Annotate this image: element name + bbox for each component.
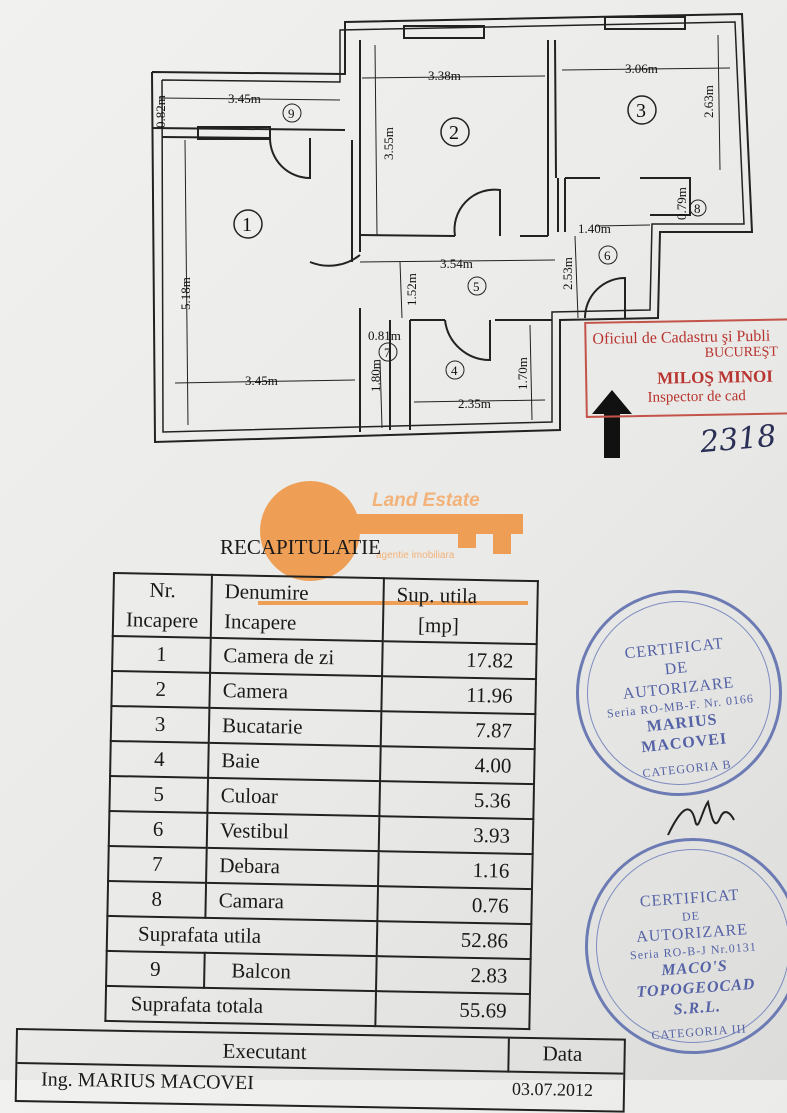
room-number-6: 6 xyxy=(604,248,611,263)
dim-label: 3.38m xyxy=(428,68,461,83)
row-nr: 7 xyxy=(108,845,207,883)
recap-table: Nr. Incapere Denumire Incapere Sup. util… xyxy=(104,572,539,1030)
dim-label: 0.82m xyxy=(153,95,168,128)
room-number-8: 8 xyxy=(694,201,701,216)
room-number-2: 2 xyxy=(449,122,459,144)
room-number-9: 9 xyxy=(288,106,295,121)
signature xyxy=(667,799,735,836)
outer-wall xyxy=(151,12,754,444)
authorization-stamp-1: CERTIFICAT DE AUTORIZARE Seria RO-MB-F. … xyxy=(565,579,787,807)
row-area: 7.87 xyxy=(380,711,536,750)
row-name: Baie xyxy=(208,742,381,782)
dim-label: 2.63m xyxy=(701,85,716,118)
header-area-line1: Sup. utila xyxy=(396,582,478,608)
dim-label: 1.40m xyxy=(578,221,611,236)
row-nr: 4 xyxy=(110,740,209,778)
dim-label: 5.18m xyxy=(178,277,193,310)
dim-label: 1.52m xyxy=(404,273,419,306)
utila-value: 52.86 xyxy=(376,921,532,959)
dim-label: 0.81m xyxy=(368,328,401,343)
orientation-arrow-icon xyxy=(592,390,632,458)
cadastre-stamp-line4: Inspector de cad xyxy=(647,388,746,406)
balcon-area: 2.83 xyxy=(376,956,531,994)
room-number-3: 3 xyxy=(636,100,646,122)
cadastre-stamp-line3: MILOŞ MINOI xyxy=(657,366,774,388)
header-nr-line1: Nr. xyxy=(149,577,177,603)
watermark-brand: Land Estate xyxy=(372,490,480,511)
row-area: 4.00 xyxy=(380,746,535,784)
watermark-logo: Land Estate agentie imobiliara xyxy=(258,476,548,606)
row-name: Camara xyxy=(205,882,379,922)
authorization-stamp-2: CERTIFICAT DE AUTORIZARE Seria RO-B-J Nr… xyxy=(577,830,787,1062)
row-nr: 6 xyxy=(108,810,208,848)
executant-label: Executant xyxy=(222,1038,307,1065)
row-area: 5.36 xyxy=(379,781,535,819)
room-number-7: 7 xyxy=(384,345,391,360)
header-area: Sup. utila [mp] xyxy=(382,578,538,645)
row-nr: 5 xyxy=(109,775,209,813)
header-name-line1: Denumire xyxy=(224,579,309,605)
watermark-tagline: agentie imobiliara xyxy=(376,550,455,561)
dim-label: 3.54m xyxy=(440,256,473,271)
dim-label: 2.53m xyxy=(560,257,575,290)
header-nr: Nr. Incapere xyxy=(112,573,212,638)
dim-label: 3.45m xyxy=(228,91,261,106)
dim-label: 2.35m xyxy=(458,396,491,411)
dim-label: 3.06m xyxy=(625,61,658,76)
dim-label: 1.80m xyxy=(368,359,383,392)
dim-label: 1.70m xyxy=(515,357,530,390)
recap-title: RECAPITULATIE xyxy=(220,535,381,559)
totala-row: Suprafata totala 55.69 xyxy=(105,985,530,1029)
balcon-nr: 9 xyxy=(106,950,205,988)
row-nr: 1 xyxy=(112,635,211,673)
room-number-4: 4 xyxy=(451,363,458,378)
row-name: Camera xyxy=(209,672,383,712)
row-name: Vestibul xyxy=(206,812,380,852)
row-name: Bucatarie xyxy=(208,707,382,747)
dim-label: 3.45m xyxy=(245,373,278,388)
table-header-row: Nr. Incapere Denumire Incapere Sup. util… xyxy=(112,573,538,645)
cadastre-stamp-line2: BUCUREŞT xyxy=(704,344,778,361)
cadastre-handwritten-number: 2318 xyxy=(698,418,778,461)
header-name: Denumire Incapere xyxy=(210,574,384,642)
totala-value: 55.69 xyxy=(375,991,530,1029)
row-area: 0.76 xyxy=(377,886,532,924)
row-name: Camera de zi xyxy=(210,637,383,677)
inner-outline xyxy=(161,21,745,433)
row-nr: 2 xyxy=(111,670,211,708)
totala-label: Suprafata totala xyxy=(105,985,377,1026)
header-nr-line2: Incapere xyxy=(125,607,199,634)
row-area: 1.16 xyxy=(378,851,533,889)
row-area: 17.82 xyxy=(382,641,537,680)
balcon-name: Balcon xyxy=(204,952,377,992)
room-number-5: 5 xyxy=(473,279,480,294)
row-area: 3.93 xyxy=(378,816,534,854)
key-icon xyxy=(258,481,528,605)
floor-plan: 1 2 3 4 5 6 7 8 9 0.82m 3.45m 3.38m 3.06… xyxy=(151,12,754,458)
row-name: Debara xyxy=(206,847,379,887)
header-name-line2: Incapere xyxy=(223,609,297,635)
dim-label: 3.55m xyxy=(381,127,396,160)
cadastre-stamp: Oficiul de Cadastru şi Publi BUCUREŞT MI… xyxy=(584,318,787,418)
room-number-1: 1 xyxy=(242,214,252,236)
dim-label: 0.79m xyxy=(674,187,689,220)
data-label: Data xyxy=(542,1041,583,1066)
row-area: 11.96 xyxy=(381,676,537,715)
balcony-wall xyxy=(151,127,346,131)
engineer-name: Ing. MARIUS MACOVEI xyxy=(40,1068,255,1095)
utila-label: Suprafata utila xyxy=(106,915,378,957)
row-name: Culoar xyxy=(207,777,381,817)
header-area-line2: [mp] xyxy=(417,613,460,639)
document-date: 03.07.2012 xyxy=(511,1078,594,1101)
footer-table: Executant Data Ing. MARIUS MACOVEI 03.07… xyxy=(14,1028,626,1113)
row-nr: 8 xyxy=(107,880,207,918)
row-nr: 3 xyxy=(110,705,210,743)
